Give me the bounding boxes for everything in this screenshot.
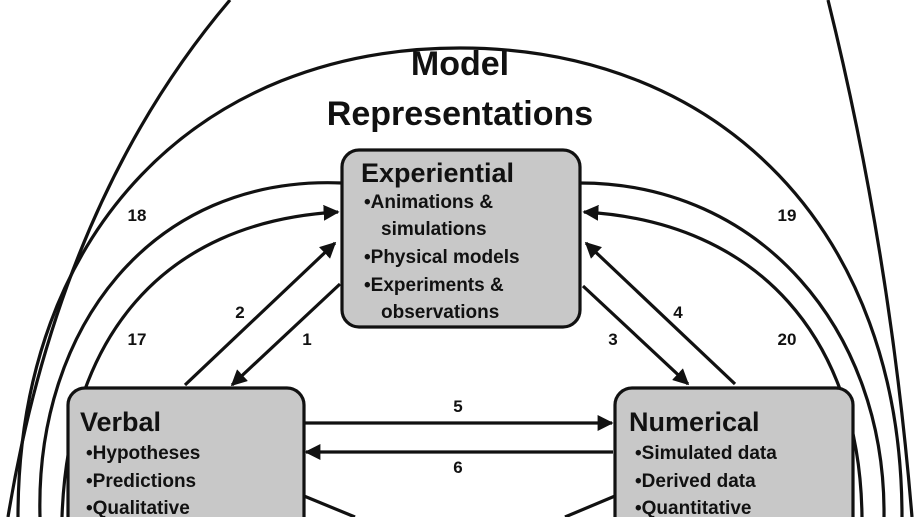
arrow-19-curve [579,181,886,517]
arrow-label-18: 18 [128,206,147,225]
numerical-lower-connector [564,494,616,517]
verbal-lower-connector [303,494,356,517]
numerical-title: Numerical [629,407,760,437]
verbal-title: Verbal [80,407,161,437]
arrow-label-17: 17 [128,330,147,349]
numerical-item-3: •Quantitative [635,498,751,517]
numerical-box: Numerical •Simulated data •Derived data … [613,386,855,517]
numerical-item-2: •Derived data [635,471,756,492]
arrow-label-4: 4 [673,303,683,322]
outer-right-curve [826,0,914,517]
arrow-label-3: 3 [608,330,617,349]
arrow-3 [581,284,690,386]
verbal-item-3: •Qualitative [86,498,190,517]
experiential-item-4: •Experiments & [364,275,504,296]
arrow-20-curve [582,204,864,517]
verbal-item-2: •Predictions [86,471,196,492]
arrow-4 [584,241,737,386]
experiential-item-5: observations [381,302,499,323]
arrow-2 [183,241,337,387]
arrow-label-20: 20 [778,330,797,349]
arrow-label-5: 5 [453,397,462,416]
experiential-box: Experiential •Animations & simulations •… [340,148,582,329]
diagram-title-line1: Model [411,45,509,83]
arrow-label-6: 6 [453,458,462,477]
verbal-box: Verbal •Hypotheses •Predictions •Qualita… [66,386,306,517]
outer-arch [16,46,904,517]
arrow-18-curve [38,181,343,517]
numerical-item-1: •Simulated data [635,443,777,464]
experiential-item-2: simulations [381,219,487,240]
experiential-title: Experiential [361,158,514,188]
arrow-label-2: 2 [235,303,244,322]
verbal-item-1: •Hypotheses [86,443,200,464]
diagram-title-line2: Representations [327,95,593,133]
arrow-label-19: 19 [778,206,797,225]
experiential-item-3: •Physical models [364,247,520,268]
arrow-1 [230,282,342,387]
experiential-item-1: •Animations & [364,192,493,213]
arrow-label-1: 1 [302,330,311,349]
